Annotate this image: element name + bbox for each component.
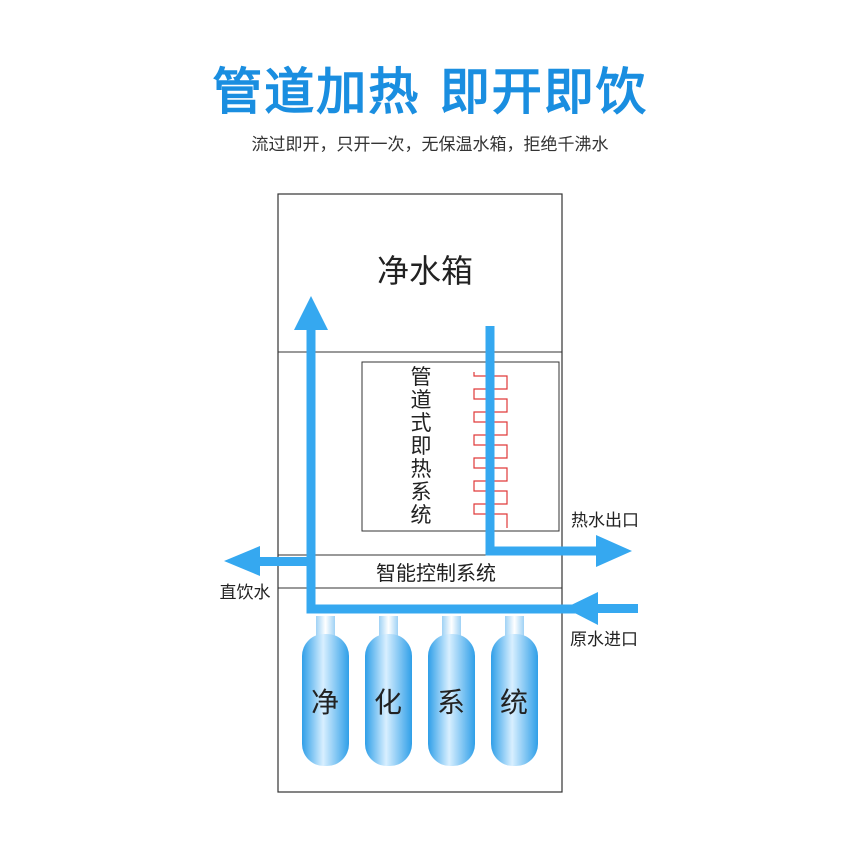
control-system-label: 智能控制系统 — [376, 561, 496, 585]
heating-system-box — [361, 361, 560, 532]
page-subtitle: 流过即开，只开一次，无保温水箱，拒绝千沸水 — [251, 135, 609, 155]
hot-water-arrow — [596, 535, 632, 567]
raw-inlet-arrow — [565, 592, 598, 625]
tank-label: 净水箱 — [377, 252, 473, 290]
raw-inlet-pipe — [592, 604, 638, 613]
raw-inlet-label: 原水进口 — [570, 630, 638, 650]
purify-char: 化 — [374, 686, 402, 719]
filter-cylinder: 净 — [302, 616, 349, 766]
purification-system: 净 化 系 统 — [302, 616, 538, 766]
heating-char: 式 — [411, 411, 432, 435]
filter-cylinder: 统 — [491, 616, 538, 766]
heating-char: 热 — [411, 457, 432, 481]
tank-inflow-arrow — [294, 296, 328, 330]
heating-char: 统 — [411, 503, 432, 527]
page-title: 管道加热 即开即饮 — [212, 63, 648, 121]
heating-char: 管 — [411, 365, 432, 389]
hot-water-pipe — [485, 326, 600, 556]
heating-char: 系 — [411, 480, 432, 504]
machine-outline — [277, 193, 563, 793]
filter-cylinder: 系 — [428, 616, 475, 766]
direct-drink-label: 直饮水 — [220, 583, 271, 603]
heating-label: 管 道 式 即 热 系 统 — [411, 365, 432, 527]
heating-char: 即 — [411, 434, 432, 458]
main-water-pipe — [306, 328, 580, 614]
purify-char: 系 — [437, 686, 465, 719]
filter-cylinder: 化 — [365, 616, 412, 766]
purify-char: 统 — [500, 686, 528, 719]
hot-outlet-label: 热水出口 — [571, 511, 639, 531]
heating-char: 道 — [411, 388, 432, 412]
purify-char: 净 — [311, 686, 339, 719]
direct-drink-pipe — [252, 557, 311, 566]
direct-drink-arrow — [224, 546, 260, 576]
